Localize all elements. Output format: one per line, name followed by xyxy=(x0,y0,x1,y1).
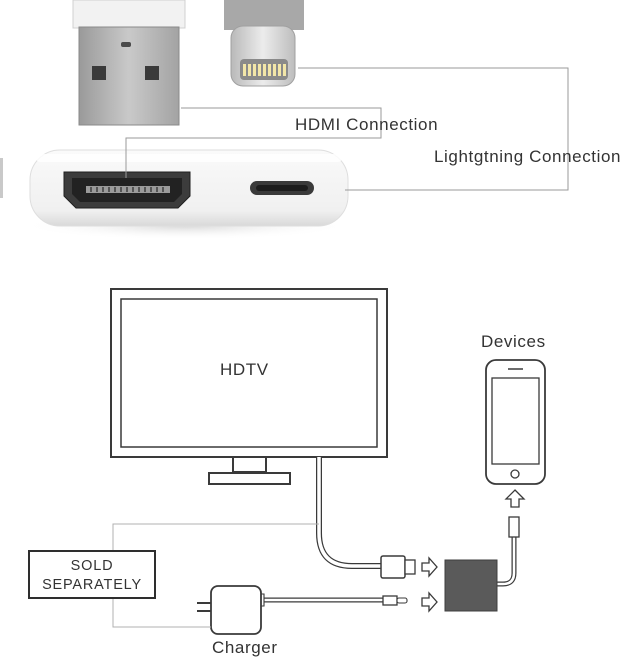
charger-label: Charger xyxy=(212,638,278,657)
lightning-plug xyxy=(224,0,304,87)
device-phone xyxy=(485,359,546,485)
hdtv-label: HDTV xyxy=(220,360,269,379)
edge-object xyxy=(0,158,3,198)
adapter-photo xyxy=(20,149,350,240)
leader-lines xyxy=(125,67,569,191)
devices-label: Devices xyxy=(481,332,546,351)
hdmi-connection-label: HDMI Connection xyxy=(295,115,439,134)
charger xyxy=(197,585,408,635)
sold-separately-box: SOLD SEPARATELY xyxy=(28,550,156,599)
lightning-connection-label: Lightgtning Connection xyxy=(434,147,622,166)
up-arrow-icon xyxy=(504,489,526,508)
adapter-lightning-cable xyxy=(497,516,520,587)
usb-plug xyxy=(72,0,186,126)
hdmi-cable xyxy=(316,457,416,579)
right-arrow-icon xyxy=(421,591,438,613)
sold-label-line1: SOLD xyxy=(70,558,114,574)
right-arrow-icon xyxy=(421,556,438,578)
sold-label-line2: SEPARATELY xyxy=(42,577,142,593)
hdtv xyxy=(110,288,388,485)
sold-separately-lines xyxy=(112,523,319,628)
adapter-box xyxy=(444,559,498,612)
